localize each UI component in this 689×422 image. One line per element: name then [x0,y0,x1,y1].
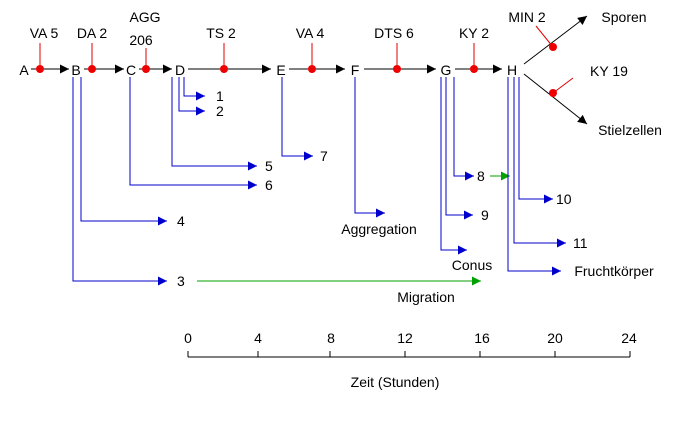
mutant-dot-da2 [88,65,96,73]
axis-tick-16: 16 [474,330,490,346]
mutant-label-da2: DA 2 [77,25,108,41]
outcome-stielzellen: Stielzellen [598,122,662,138]
stage-d: D [175,62,185,78]
stage-b: B [71,62,80,78]
mutant-label-ky19: KY 19 [590,63,628,79]
mutant-dot-va4 [308,65,316,73]
mutant-dot-ts2 [220,65,228,73]
mutant-label-va5: VA 5 [30,25,59,41]
mutant-label-agg: AGG [129,9,160,25]
outcome-migration: Migration [397,289,455,305]
stage-a: A [19,62,29,78]
branch-3-arrow [72,77,167,286]
branch-6-label: 6 [265,177,273,193]
branch-2-label: 2 [216,103,224,119]
stage-f: F [351,62,360,78]
branch-9-label: 9 [481,207,489,223]
branch-5-arrow [171,77,257,171]
arrow-h-stielzellen [523,73,588,125]
mutant-dot-ky2 [470,65,478,73]
axis-tick-8: 8 [327,330,335,346]
mutant-dot-min2 [549,43,557,51]
axis-label: Zeit (Stunden) [351,374,440,390]
branch-7-arrow [281,77,313,161]
mutant-label-min2: MIN 2 [508,9,546,25]
branch-4-arrow [80,77,167,226]
axis-tick-0: 0 [184,330,192,346]
branch-7-label: 7 [320,148,328,164]
mutant-label-va4: VA 4 [296,25,325,41]
branch-5-label: 5 [265,158,273,174]
axis-tick-20: 20 [547,330,563,346]
mutant-dot-agg206 [142,65,150,73]
outcome-fruchtkoerper: Fruchtkörper [574,263,654,279]
stage-c: C [126,62,136,78]
mutant-label-agg-number: 206 [129,32,153,48]
branch-8-label: 8 [477,168,485,184]
branch-8-arrow [453,77,474,181]
mutant-blocks: VA 5 DA 2 AGG 206 TS 2 VA 4 DTS 6 KY 2 M… [30,9,628,97]
branch-4-label: 4 [177,213,185,229]
branch-aggregation-arrow [354,77,385,218]
branch-9-arrow [445,77,473,220]
mutant-dot-dts6 [393,65,401,73]
stage-e: E [276,62,285,78]
branch-3-label: 3 [177,273,185,289]
mutant-label-ts2: TS 2 [206,25,236,41]
stage-g: G [441,62,452,78]
stage-h: H [507,62,517,78]
mutant-dot-va5 [36,65,44,73]
mutant-label-dts6: DTS 6 [374,25,414,41]
branch-1-label: 1 [216,88,224,104]
branch-arrows: 1 2 5 6 7 4 3 Aggregation Conus 9 8 10 1… [72,77,654,289]
outcome-conus: Conus [452,257,492,273]
branch-10-label: 10 [556,191,572,207]
time-axis: 0 4 8 12 16 20 24 Zeit (Stunden) [184,330,637,390]
branch-10-arrow [518,77,553,204]
branch-11-label: 11 [573,235,588,251]
axis-tick-12: 12 [397,330,413,346]
outcome-aggregation: Aggregation [341,221,417,237]
arrow-h-sporen [523,15,588,65]
branch-conus-arrow [440,77,467,255]
mutant-label-ky2: KY 2 [459,25,489,41]
branch-1-arrow [183,77,205,101]
outcome-sporen: Sporen [601,9,646,25]
branch-fruchtkoerper-arrow [507,77,561,276]
axis-tick-24: 24 [621,330,637,346]
branch-2-arrow [178,77,205,116]
axis-tick-4: 4 [254,330,262,346]
branch-11-arrow [513,77,566,248]
branch-6-arrow [129,77,257,190]
mutant-dot-ky19 [549,89,557,97]
